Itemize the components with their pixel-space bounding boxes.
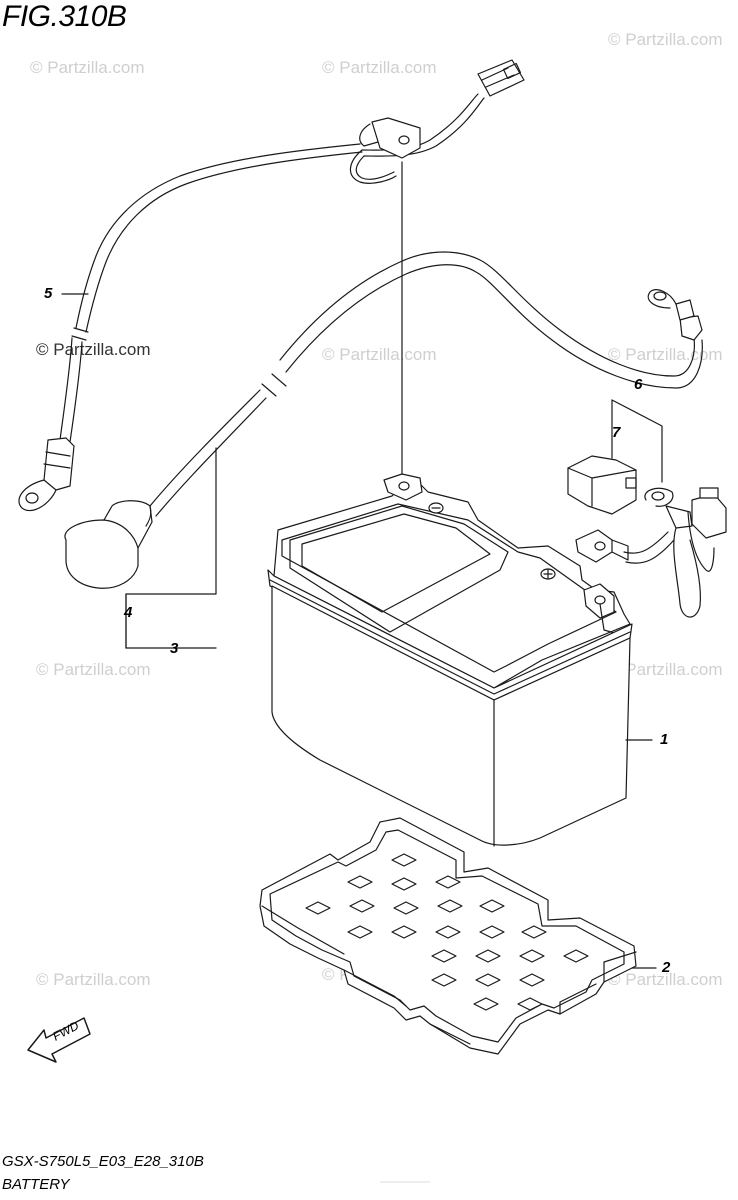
watermark: © Partzilla.com [36, 970, 151, 989]
leader-line [611, 399, 663, 483]
watermark: © Partzilla.com [30, 58, 145, 77]
group-name: BATTERY [2, 1176, 70, 1193]
part-5-harness[interactable] [18, 59, 525, 512]
callout-4[interactable]: 4 [124, 604, 133, 621]
watermark: © Partzilla.com [322, 58, 437, 77]
watermark: © Partzilla.com [608, 970, 723, 989]
callout-2[interactable]: 2 [662, 959, 671, 976]
callout-5[interactable]: 5 [44, 285, 53, 302]
callout-1[interactable]: 1 [660, 731, 669, 748]
callout-3[interactable]: 3 [170, 640, 179, 657]
leader-line [125, 447, 217, 649]
part-7-cover[interactable] [567, 455, 637, 515]
callout-7[interactable]: 7 [612, 424, 621, 441]
watermark: © Partzilla.com [322, 345, 437, 364]
model-code: GSX-S750L5_E03_E28_310B [2, 1153, 204, 1170]
callout-6[interactable]: 6 [634, 376, 643, 393]
watermark: © Partzilla.com [36, 340, 151, 359]
tray-slots [305, 853, 589, 1011]
part-2-battery-tray[interactable] [259, 817, 637, 1055]
watermark: © Partzilla.com [36, 660, 151, 679]
figure-title: FIG.310B [2, 0, 127, 33]
part-3-battery-cable[interactable] [64, 251, 703, 589]
fwd-arrow-icon [27, 1017, 91, 1063]
part-1-battery[interactable] [267, 473, 633, 847]
watermark: © Partzilla.com [608, 30, 723, 49]
part-6-cable[interactable] [575, 487, 727, 618]
watermark: © Partzilla.com [608, 660, 723, 679]
